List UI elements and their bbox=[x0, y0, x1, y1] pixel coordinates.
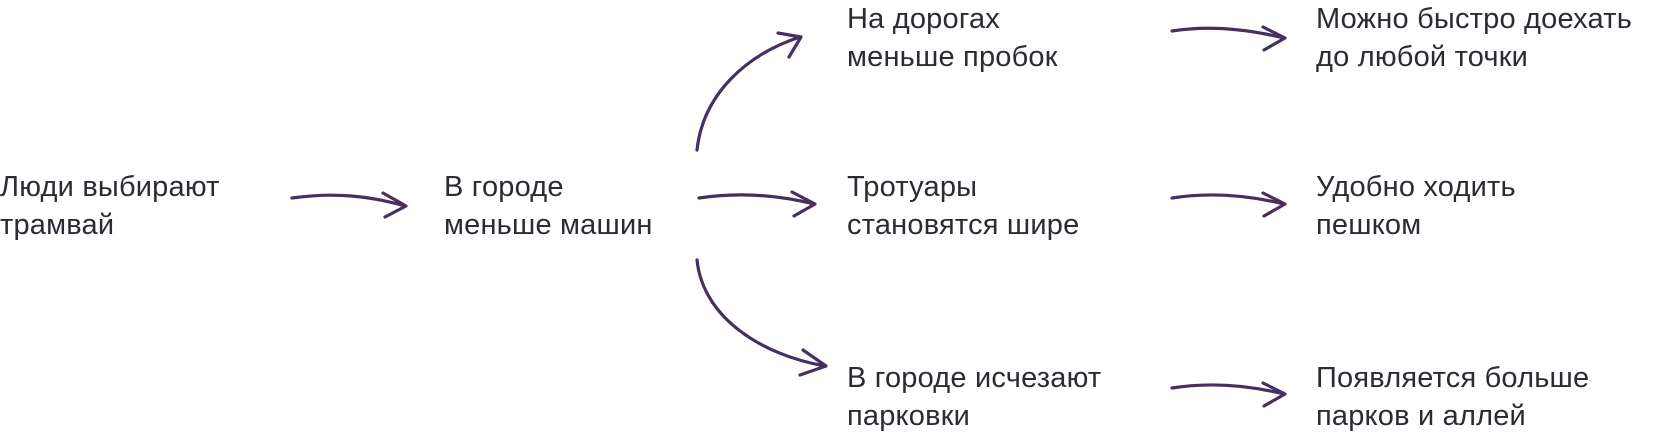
arrow-park-to-alleys bbox=[1170, 381, 1287, 408]
arrow-root-to-mid bbox=[290, 191, 408, 219]
arrow-mid-to-roads bbox=[695, 31, 803, 152]
arrow-walk-to-foot bbox=[1170, 191, 1287, 218]
node-fewer-cars: В городе меньше машин bbox=[444, 168, 653, 244]
node-text-line: Удобно ходить bbox=[1316, 171, 1516, 203]
node-wider-sidewalks: Тротуары становятся шире bbox=[847, 168, 1079, 244]
arrow-roads-to-fast bbox=[1170, 25, 1287, 52]
arrow-mid-to-park bbox=[695, 258, 828, 377]
node-text-line: до любой точки bbox=[1316, 41, 1529, 73]
node-text-line: парковки bbox=[847, 400, 970, 432]
node-text-line: Люди выбирают bbox=[0, 171, 220, 203]
arrow-mid-to-walk bbox=[697, 190, 817, 218]
node-fewer-traffic-jams: На дорогах меньше пробок bbox=[847, 0, 1058, 76]
node-parking-disappears: В городе исчезают парковки bbox=[847, 359, 1101, 435]
node-text-line: Тротуары bbox=[847, 171, 978, 203]
node-text-line: В городе исчезают bbox=[847, 362, 1102, 394]
node-text-line: парков и аллей bbox=[1316, 400, 1526, 432]
node-text-line: становятся шире bbox=[847, 209, 1080, 241]
node-text-line: пешком bbox=[1316, 209, 1422, 241]
node-text-line: На дорогах bbox=[847, 3, 1001, 35]
node-more-parks: Появляется больше парков и аллей bbox=[1316, 359, 1589, 435]
node-text-line: Можно быстро доехать bbox=[1316, 3, 1633, 35]
node-quick-travel: Можно быстро доехать до любой точки bbox=[1316, 0, 1632, 76]
node-text-line: Появляется больше bbox=[1316, 362, 1590, 394]
node-text-line: меньше пробок bbox=[847, 41, 1058, 73]
node-text-line: трамвай bbox=[0, 209, 115, 241]
node-convenient-walking: Удобно ходить пешком bbox=[1316, 168, 1516, 244]
node-text-line: меньше машин bbox=[444, 209, 653, 241]
node-text-line: В городе bbox=[444, 171, 564, 203]
node-people-choose-tram: Люди выбирают трамвай bbox=[0, 168, 220, 244]
